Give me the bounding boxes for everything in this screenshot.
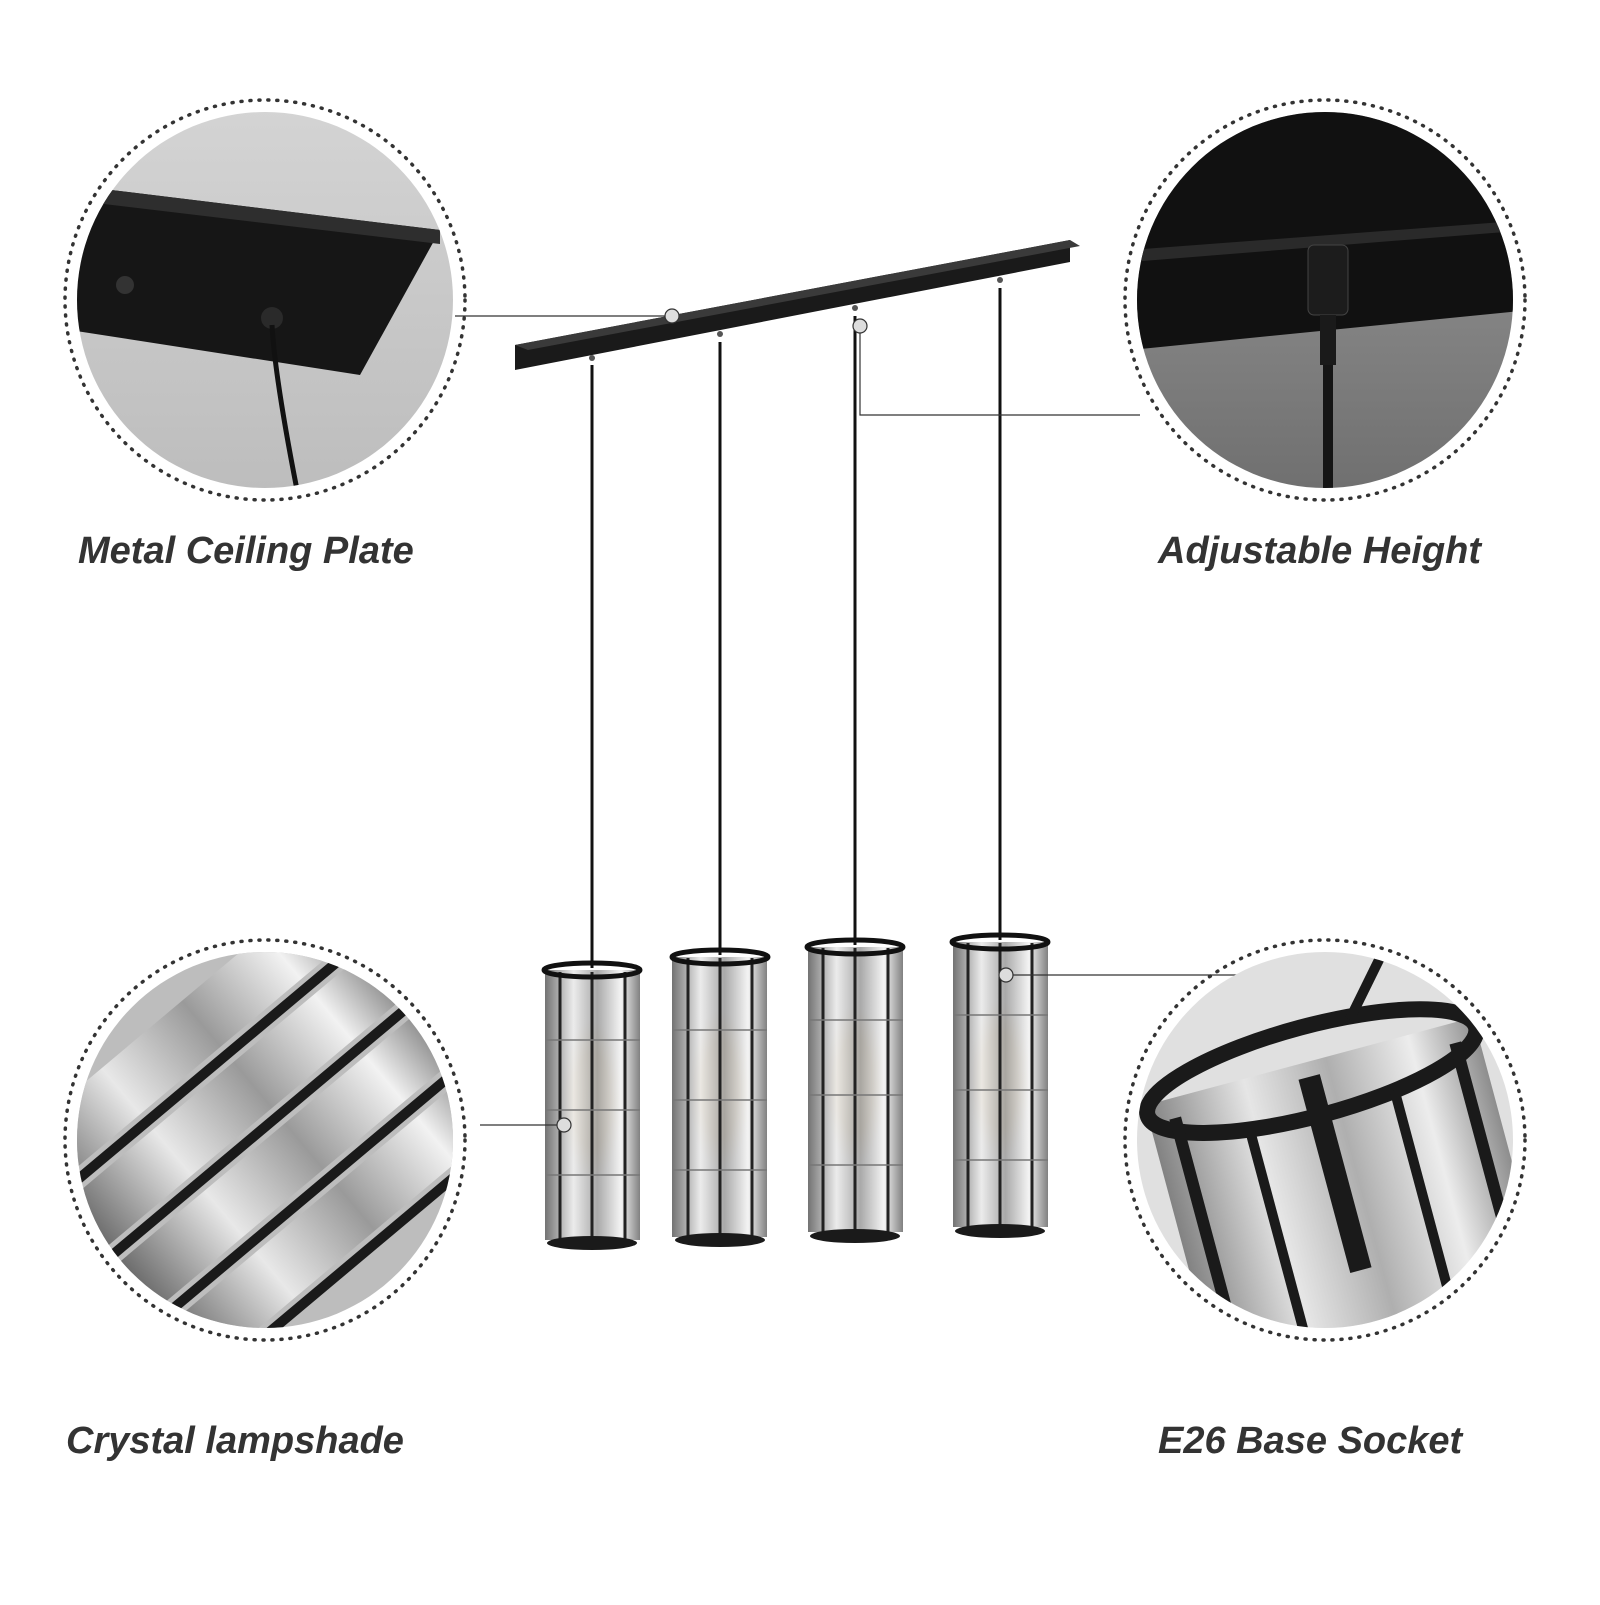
crystal-shade [541,960,643,1250]
detail-e26-socket [1123,938,1527,1342]
crystal-shade [669,947,771,1247]
crystal-shade [804,937,906,1243]
dotted-ring [1123,938,1527,1342]
dotted-ring [63,98,467,502]
callout-leaders [455,308,1272,1133]
detail-ceiling-plate [63,98,467,502]
detail-adjustable-height [1123,98,1527,502]
label-e26-base-socket: E26 Base Socket [1158,1420,1463,1462]
label-metal-ceiling-plate: Metal Ceiling Plate [78,530,414,572]
dotted-ring [1123,98,1527,502]
label-adjustable-height: Adjustable Height [1158,530,1482,572]
detail-crystal-lampshade [63,938,467,1342]
label-crystal-lampshade: Crystal lampshade [66,1420,404,1462]
pendant-fixture [515,240,1080,1250]
crystal-shade [949,932,1051,1238]
dotted-ring [63,938,467,1342]
